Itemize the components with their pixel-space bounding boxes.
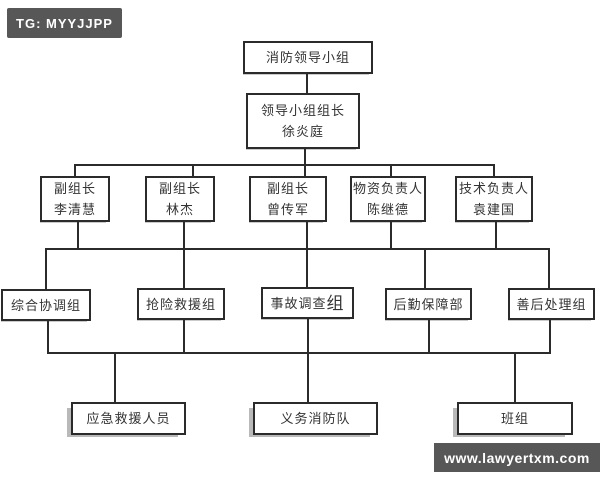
- connector-line: [183, 319, 185, 354]
- site-watermark: www.lawyertxm.com: [434, 443, 600, 472]
- connector-line: [183, 221, 185, 289]
- connector-line: [306, 74, 308, 94]
- org-node-technical-manager: 技术负责人 袁建国: [455, 176, 533, 222]
- connector-line: [47, 320, 49, 354]
- connector-line: [307, 318, 309, 403]
- node-title: 班组: [500, 411, 529, 426]
- connector-line: [424, 248, 426, 289]
- connector-line: [548, 248, 550, 289]
- connector-line: [390, 164, 392, 177]
- node-title: 消防领导小组: [265, 50, 350, 65]
- node-title: 物资负责人: [352, 181, 423, 196]
- connector-line: [493, 164, 495, 177]
- node-title: 义务消防队: [280, 411, 351, 426]
- org-node-deputy-leader-1: 副组长 李清慧: [40, 176, 110, 222]
- node-title: 副组长: [158, 181, 201, 196]
- node-person-name: 徐炎庭: [281, 124, 324, 139]
- node-person-name: 林杰: [165, 202, 194, 217]
- tg-watermark-badge: TG: MYYJJPP: [7, 8, 122, 38]
- node-title: 综合协调组: [10, 297, 81, 313]
- org-node-aftermath-group: 善后处理组: [508, 288, 595, 320]
- node-title: 抢险救援组: [145, 296, 216, 312]
- node-title: 副组长: [266, 181, 309, 196]
- node-person-name: 袁建国: [472, 202, 515, 217]
- org-node-logistics-dept: 后勤保障部: [385, 288, 472, 320]
- org-node-group-leader: 领导小组组长 徐炎庭: [246, 93, 360, 149]
- connector-line: [390, 221, 392, 250]
- connector-line: [77, 221, 79, 250]
- node-title: 后勤保障部: [393, 296, 464, 312]
- node-title: 副组长: [53, 181, 96, 196]
- org-node-work-team: 班组: [457, 402, 573, 435]
- connector-line: [114, 352, 116, 403]
- connector-line: [45, 248, 47, 290]
- org-node-materials-manager: 物资负责人 陈继德: [350, 176, 426, 222]
- connector-line: [74, 164, 495, 166]
- connector-line: [45, 248, 550, 250]
- connector-line: [306, 221, 308, 288]
- org-node-rescue-group: 抢险救援组: [137, 288, 225, 320]
- site-watermark-text: www.lawyertxm.com: [444, 449, 590, 466]
- connector-line: [495, 221, 497, 250]
- org-node-fire-leadership-group: 消防领导小组: [243, 41, 373, 74]
- node-title: 应急救援人员: [86, 411, 171, 426]
- node-person-name: 陈继德: [366, 202, 409, 217]
- node-title: 事故调查: [270, 295, 327, 311]
- node-person-name: 李清慧: [53, 202, 96, 217]
- tg-watermark-text: TG: MYYJJPP: [16, 15, 113, 31]
- connector-line: [47, 352, 551, 354]
- org-node-deputy-leader-3: 副组长 曾传军: [249, 176, 327, 222]
- org-node-emergency-responders: 应急救援人员: [71, 402, 186, 435]
- node-title: 善后处理组: [516, 296, 587, 312]
- connector-line: [304, 148, 306, 177]
- connector-line: [192, 164, 194, 177]
- node-title-suffix: 组: [326, 293, 345, 313]
- connector-line: [549, 319, 551, 354]
- org-node-coordination-group: 综合协调组: [1, 289, 91, 321]
- node-person-name: 曾传军: [266, 202, 309, 217]
- node-title: 技术负责人: [458, 181, 529, 196]
- org-node-deputy-leader-2: 副组长 林杰: [145, 176, 215, 222]
- connector-line: [428, 319, 430, 354]
- org-node-investigation-group: 事故调查组: [261, 287, 354, 319]
- connector-line: [514, 352, 516, 403]
- org-node-volunteer-fire-brigade: 义务消防队: [253, 402, 378, 435]
- connector-line: [74, 164, 76, 177]
- node-title: 领导小组组长: [260, 103, 345, 118]
